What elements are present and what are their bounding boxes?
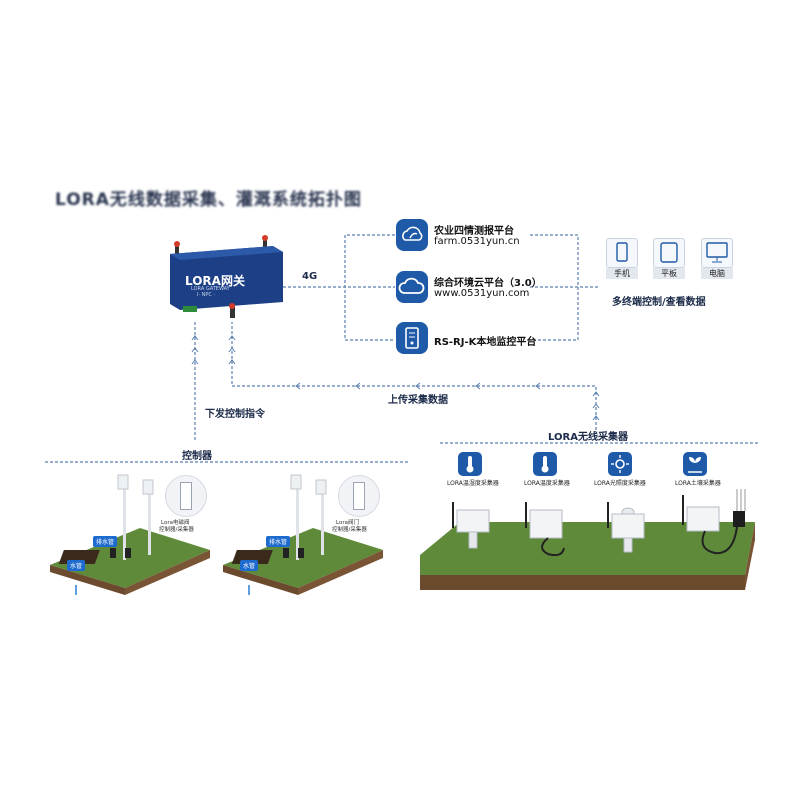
leaf-cloud-icon: [396, 219, 428, 251]
phone-icon: [606, 238, 638, 268]
terminal-computer-label: 电脑: [701, 268, 733, 279]
platform-cloud-url: www.0531yun.com: [434, 288, 530, 299]
sensor-light-label: LORA光照度采集器: [594, 480, 646, 487]
terminal-phone: 手机: [606, 238, 638, 279]
sensor-ground: [410, 500, 760, 595]
monitor-icon: [701, 238, 733, 268]
field-tag-drain-1: 排水管: [93, 536, 118, 547]
sensor-temperature-label: LORA温度采集器: [524, 480, 570, 487]
terminal-phone-label: 手机: [606, 268, 638, 279]
platform-farm: [396, 219, 428, 251]
sensor-light: [608, 452, 632, 476]
platform-farm-title: 农业四情测报平台: [434, 226, 514, 237]
platform-local: [396, 322, 428, 354]
field-tag-pipe-2: 水管: [240, 560, 259, 571]
valve-detail-1: [165, 475, 207, 517]
sensor-temp-humidity: [458, 452, 482, 476]
cloud-icon: [396, 271, 428, 303]
terminals-caption: 多终端控制/查看数据: [612, 297, 706, 308]
field-tag-pipe-1: 水管: [67, 560, 86, 571]
terminal-computer: 电脑: [701, 238, 733, 279]
sensor-temperature-device: [518, 500, 583, 560]
irrigation-field-1: Lora电磁阀 控制器/采集器 排水管 水管: [45, 470, 215, 600]
sensor-soil-label: LORA土壤采集器: [675, 480, 721, 487]
lora-gateway: LORA网关 LORA GATEWAY I· NPC ·: [165, 232, 283, 318]
sensor-light-device: [600, 500, 655, 555]
valve-detail-2: [338, 475, 380, 517]
line-platform-bracket-left: [344, 234, 395, 341]
diagram-title: LORA无线数据采集、灌溉系统拓扑图: [55, 190, 362, 210]
link-4g-label: 4G: [302, 271, 318, 282]
line-uplink: [231, 322, 597, 430]
sensor-temperature: [533, 452, 557, 476]
valve-title-2: Lora阀门: [336, 520, 359, 526]
sensor-soil-device: [675, 485, 755, 565]
soil-plant-icon: [683, 452, 707, 476]
valve-sub-1: 控制器/采集器: [159, 527, 194, 533]
field-tag-drain-2: 排水管: [266, 536, 291, 547]
collector-label: LORA无线采集器: [548, 432, 628, 443]
gateway-model: I· NPC ·: [197, 292, 216, 298]
platform-cloud-title: 综合环境云平台（3.0）: [434, 278, 542, 289]
valve-title-1: Lora电磁阀: [161, 520, 190, 526]
gateway-name: LORA网关: [185, 274, 245, 288]
valve-sub-2: 控制器/采集器: [332, 527, 367, 533]
controller-label: 控制器: [182, 451, 212, 462]
irrigation-field-2: Lora阀门 控制器/采集器 排水管 水管: [218, 470, 388, 600]
sensor-temp-humidity-device: [445, 500, 505, 550]
terminal-tablet-label: 平板: [653, 268, 685, 279]
platform-farm-url: farm.0531yun.cn: [434, 236, 520, 247]
uplink-label: 上传采集数据: [388, 395, 448, 406]
platform-local-title: RS-RJ-K本地监控平台: [434, 337, 537, 348]
gateway-sub: LORA GATEWAY: [191, 286, 230, 292]
sensor-temp-humidity-label: LORA温湿度采集器: [447, 480, 499, 487]
sun-icon: [608, 452, 632, 476]
thermometer-icon: [533, 452, 557, 476]
thermometer-drop-icon: [458, 452, 482, 476]
server-icon: [396, 322, 428, 354]
tablet-icon: [653, 238, 685, 268]
platform-cloud: [396, 271, 428, 303]
terminal-tablet: 平板: [653, 238, 685, 279]
sensor-soil: [683, 452, 707, 476]
downlink-label: 下发控制指令: [205, 409, 265, 420]
